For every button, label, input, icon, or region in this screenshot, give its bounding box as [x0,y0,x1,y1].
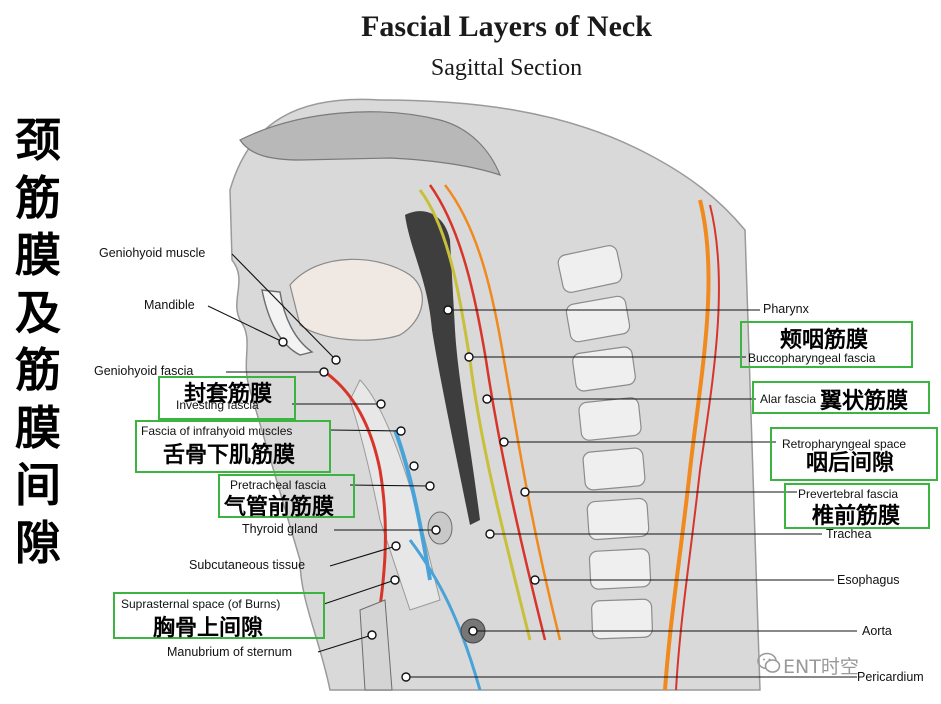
tongue [289,258,423,341]
cn-alar: 翼状筋膜 [820,389,909,414]
label-thyroid-gland: Thyroid gland [242,522,318,536]
blue-space-line [408,539,482,691]
mandible-bone [261,289,314,356]
cn-buccopharyngeal: 颊咽筋膜 [780,328,869,353]
leader-lines-left [207,253,857,678]
box-alar-fascia: Alar fascia 翼状筋膜 [752,381,930,414]
label-mandible: Mandible [144,298,195,312]
box-suprasternal-space: Suprasternal space (of Burns) 胸骨上间隙 [113,592,325,641]
vt-char: 膜 [15,228,61,282]
cn-suprasternal: 胸骨上间隙 [153,616,264,641]
label-pretracheal-fascia: Pretracheal fascia [230,478,327,492]
box-prevertebral-fascia: Prevertebral fascia 椎前筋膜 [784,483,930,529]
vt-char: 隙 [15,515,61,570]
box-investing-fascia: Investing fascia 封套筋膜 [158,376,296,420]
label-infrahyoid-fascia: Fascia of infrahyoid muscles [141,424,293,438]
label-geniohyoid-muscle: Geniohyoid muscle [99,246,206,260]
vt-char: 膜 [15,400,61,455]
alar-fascia-line [428,184,547,641]
label-manubrium: Manubrium of sternum [167,645,293,659]
vertical-chinese-title: 颈 筋 膜 及 筋 膜 间 隙 [8,112,68,572]
vertebral-column [557,245,653,640]
label-buccopharyngeal-fascia: Buccopharyngeal fascia [748,351,876,365]
label-prevertebral-fascia: Prevertebral fascia [798,487,899,501]
cn-investing: 封套筋膜 [184,382,273,407]
label-pericardium: Pericardium [857,670,924,684]
watermark: ENT时空 [783,656,859,678]
sternum-shape [359,599,393,691]
vt-char: 筋 [15,343,61,397]
vt-char: 颈 [15,113,61,167]
posterior-fascia-line [663,199,711,691]
vt-char: 筋 [15,170,61,225]
vt-char: 间 [15,458,61,512]
label-esophagus: Esophagus [837,573,900,587]
vt-char: 及 [15,285,61,340]
skull-base [239,111,502,176]
cn-infrahyoid: 舌骨下肌筋膜 [163,443,296,468]
label-retropharyngeal-space: Retropharyngeal space [782,437,907,451]
posterior-fascia-line-red [675,204,720,691]
box-infrahyoid-fascia: Fascia of infrahyoid muscles 舌骨下肌筋膜 [135,420,331,473]
pretracheal-fascia-line [393,429,432,581]
pharynx-airway [405,211,480,525]
label-suprasternal-space: Suprasternal space (of Burns) [121,597,281,611]
box-pretracheal-fascia: Pretracheal fascia 气管前筋膜 [218,474,355,520]
label-trachea: Trachea [826,527,872,541]
anchor-dots [278,305,540,682]
investing-fascia-line [324,370,387,641]
box-retropharyngeal-space: Retropharyngeal space 咽后间隙 [770,427,938,481]
cn-prevertebral: 椎前筋膜 [812,504,901,529]
wechat-icon [757,652,781,673]
box-buccopharyngeal-fascia: 颊咽筋膜 Buccopharyngeal fascia [740,321,913,368]
prevertebral-fascia-line [444,184,562,641]
label-investing-fascia: Investing fascia [176,398,259,412]
label-subcutaneous-tissue: Subcutaneous tissue [189,558,306,572]
buccopharyngeal-fascia-line [418,189,532,641]
label-alar-fascia: Alar fascia [760,392,817,406]
main-title: Fascial Layers of Neck [361,10,652,43]
cn-pretracheal: 气管前筋膜 [224,495,335,520]
head-neck-silhouette [229,98,761,691]
label-geniohyoid-fascia: Geniohyoid fascia [94,364,194,378]
cn-retropharyngeal: 咽后间隙 [806,451,895,476]
label-aorta: Aorta [862,624,892,638]
leader-lines-right [448,309,857,632]
sub-title: Sagittal Section [430,55,583,81]
label-pharynx: Pharynx [763,302,809,316]
